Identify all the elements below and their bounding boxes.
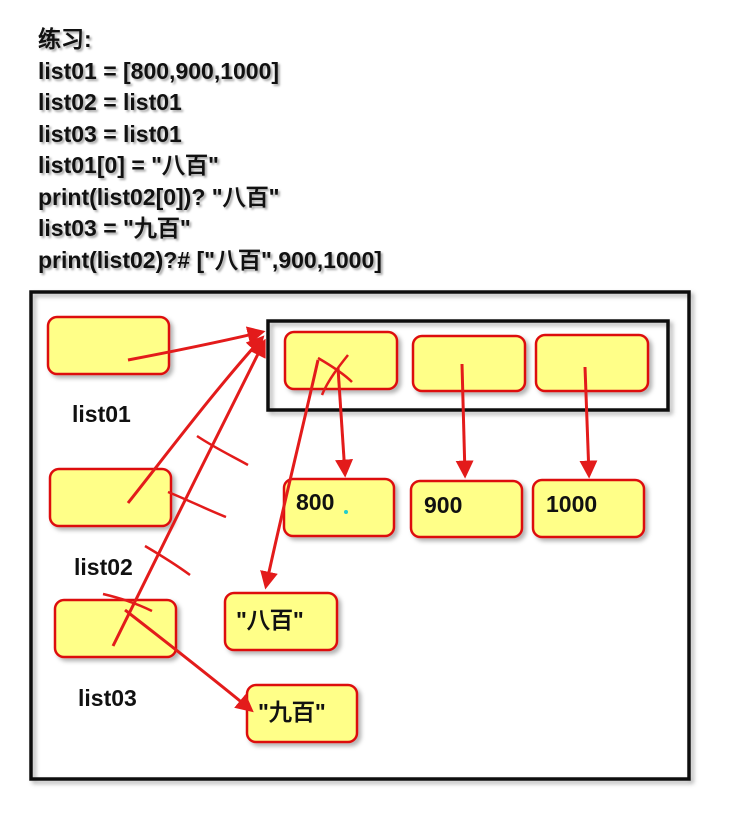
cross-out-list02-stroke-1 [196, 434, 249, 467]
cross-out-list03-stroke-1 [144, 544, 191, 577]
value-babai: "八百" [236, 607, 304, 633]
value-800: 800 [296, 489, 334, 515]
code-line-7: print(list02)?# ["八百",900,1000] [38, 246, 382, 273]
code-line-1: list01 = [800,900,1000] [38, 57, 280, 84]
list-slot-1 [411, 334, 527, 393]
code-line-5: print(list02[0])? "八百" [38, 183, 280, 210]
memory-frame [29, 290, 691, 781]
value-1000: 1000 [546, 491, 597, 517]
arrow-slot0-to-babai [260, 359, 320, 590]
cross-out-list02-stroke-2 [167, 490, 227, 519]
value-jiubai: "九百" [258, 699, 326, 725]
code-line-4: list01[0] = "八百" [38, 152, 219, 178]
list01-label: list01 [72, 401, 131, 427]
list02-label: list02 [74, 554, 133, 580]
value-900: 900 [424, 492, 462, 518]
code-line-2: list02 = list01 [38, 89, 182, 115]
list-slot-0 [283, 330, 399, 391]
value-babai-box [223, 591, 339, 652]
list02-variable-box [48, 467, 173, 528]
code-line-title: 练习: [38, 26, 92, 52]
value-900-box [409, 479, 524, 539]
value-1000-box [531, 478, 646, 539]
cursor-dot [344, 510, 348, 514]
cross-out-slot0 [317, 354, 353, 396]
arrow-slot0-to-800 [335, 367, 354, 478]
arrow-list03-to-list [111, 338, 266, 647]
code-line-3: list03 = list01 [38, 120, 182, 147]
list01-variable-box [46, 315, 171, 376]
arrow-list02-to-list [126, 335, 265, 504]
code-listing: 练习: list01 = [800,900,1000] list02 = lis… [38, 24, 382, 276]
list-object-frame [266, 319, 670, 412]
list03-variable-box [53, 598, 178, 659]
value-jiubai-box [245, 683, 359, 744]
arrow-list03-to-jiubai [124, 608, 254, 713]
list03-label: list03 [78, 685, 137, 711]
code-line-6: list03 = "九百" [38, 215, 191, 241]
arrow-slot2-to-1000 [579, 366, 598, 479]
arrow-slot1-to-900 [455, 363, 474, 479]
list-slot-2 [534, 333, 650, 393]
cross-out-list03-stroke-2 [102, 592, 153, 613]
